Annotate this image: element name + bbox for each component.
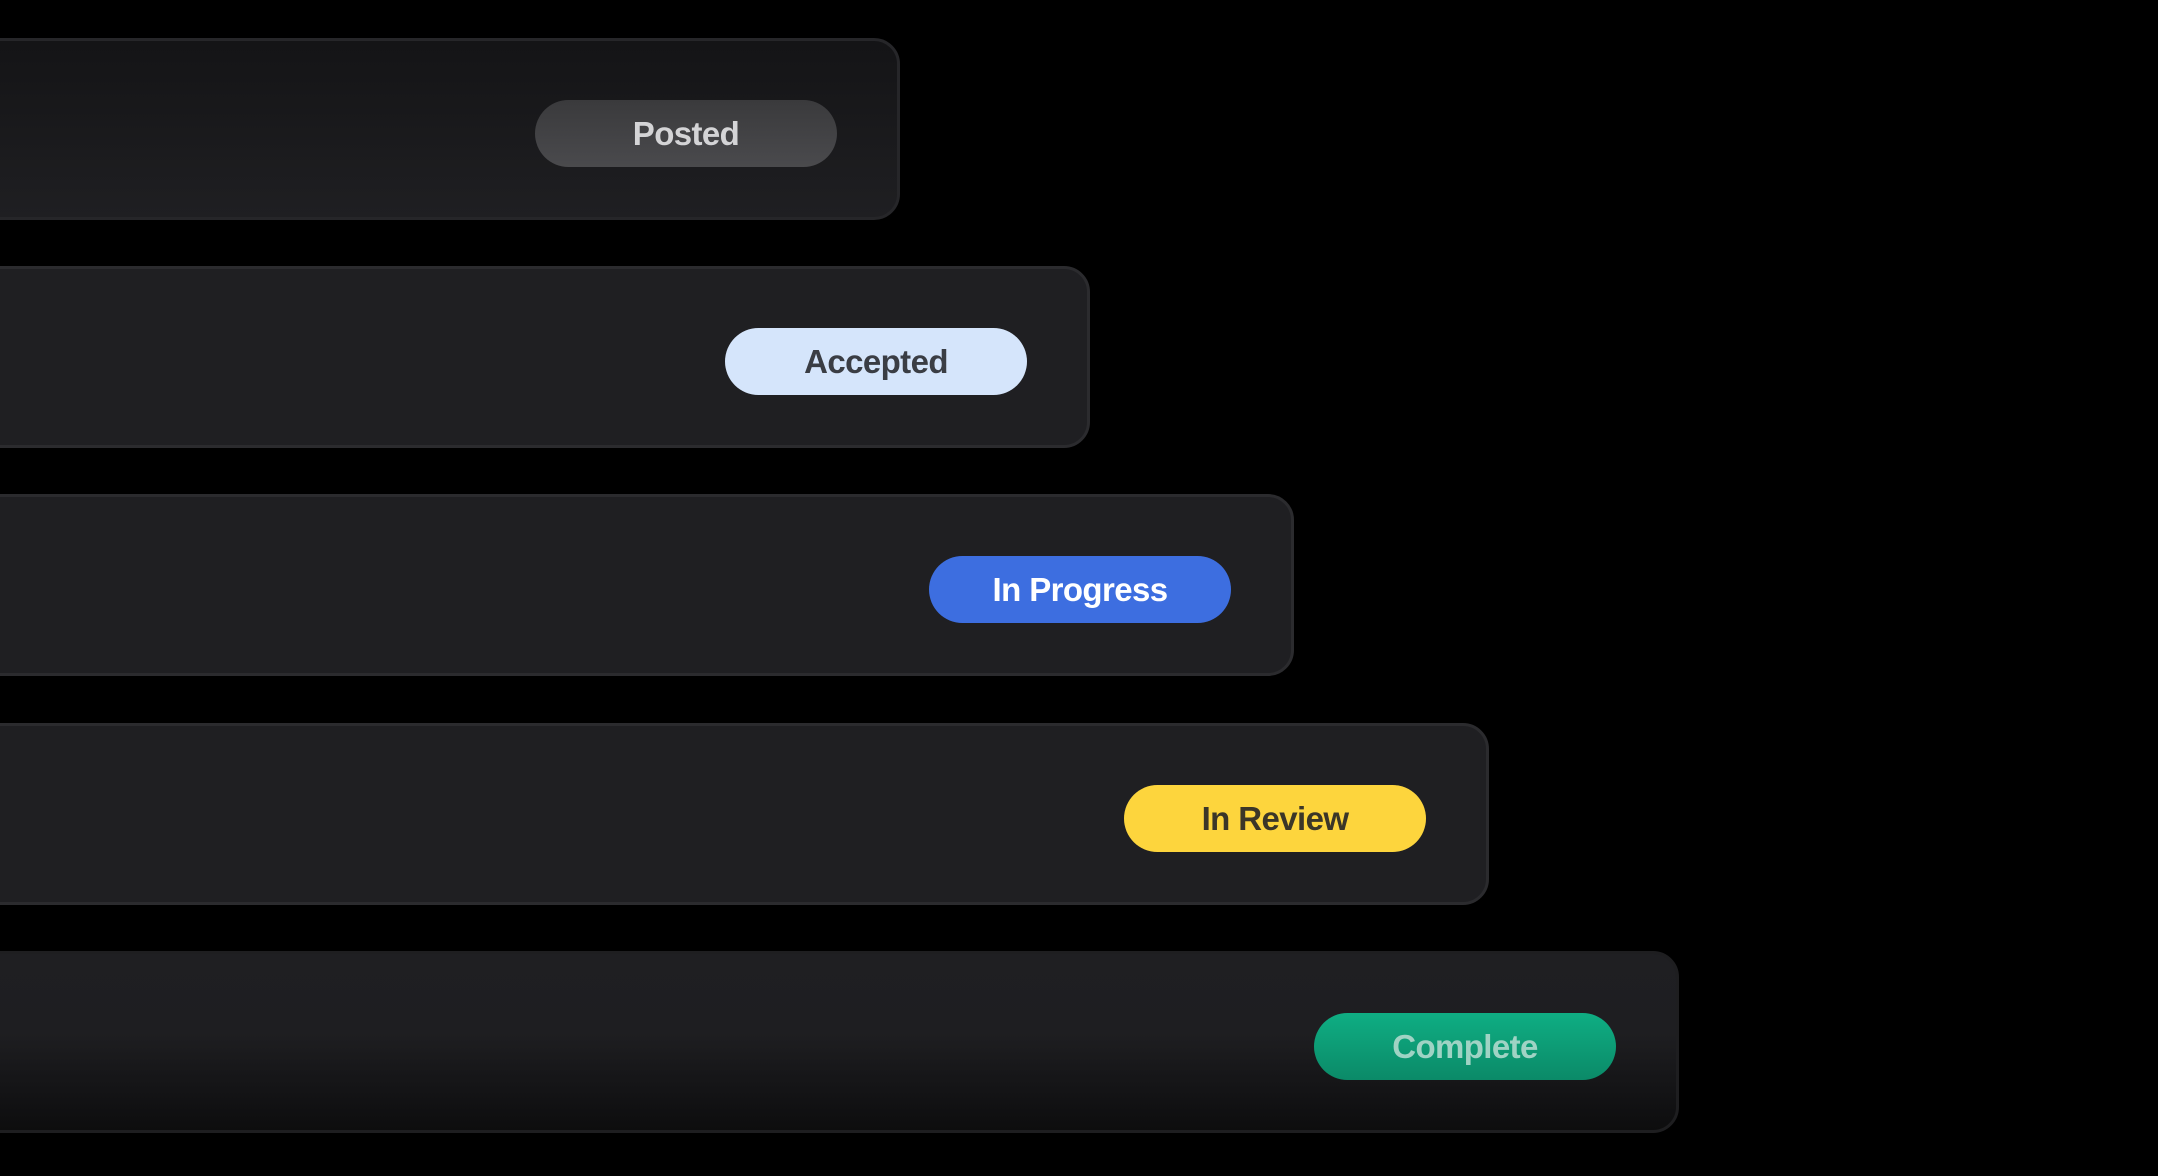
status-pill-in-progress[interactable]: In Progress (929, 556, 1231, 623)
status-pill-label: Complete (1392, 1027, 1538, 1065)
status-card-complete: Complete (0, 951, 1679, 1133)
status-pill-accepted[interactable]: Accepted (725, 328, 1027, 395)
status-pill-label: In Progress (992, 570, 1169, 608)
status-card-posted: Posted (0, 38, 900, 220)
status-pill-label: In Review (1201, 799, 1349, 837)
status-pill-in-review[interactable]: In Review (1124, 785, 1426, 852)
status-card-in-review: In Review (0, 723, 1489, 905)
status-pill-posted[interactable]: Posted (535, 100, 837, 167)
status-pill-complete[interactable]: Complete (1314, 1013, 1616, 1080)
status-card-in-progress: In Progress (0, 494, 1294, 676)
status-card-accepted: Accepted (0, 266, 1090, 448)
status-pill-label: Posted (632, 114, 740, 152)
status-pill-label: Accepted (804, 342, 948, 380)
